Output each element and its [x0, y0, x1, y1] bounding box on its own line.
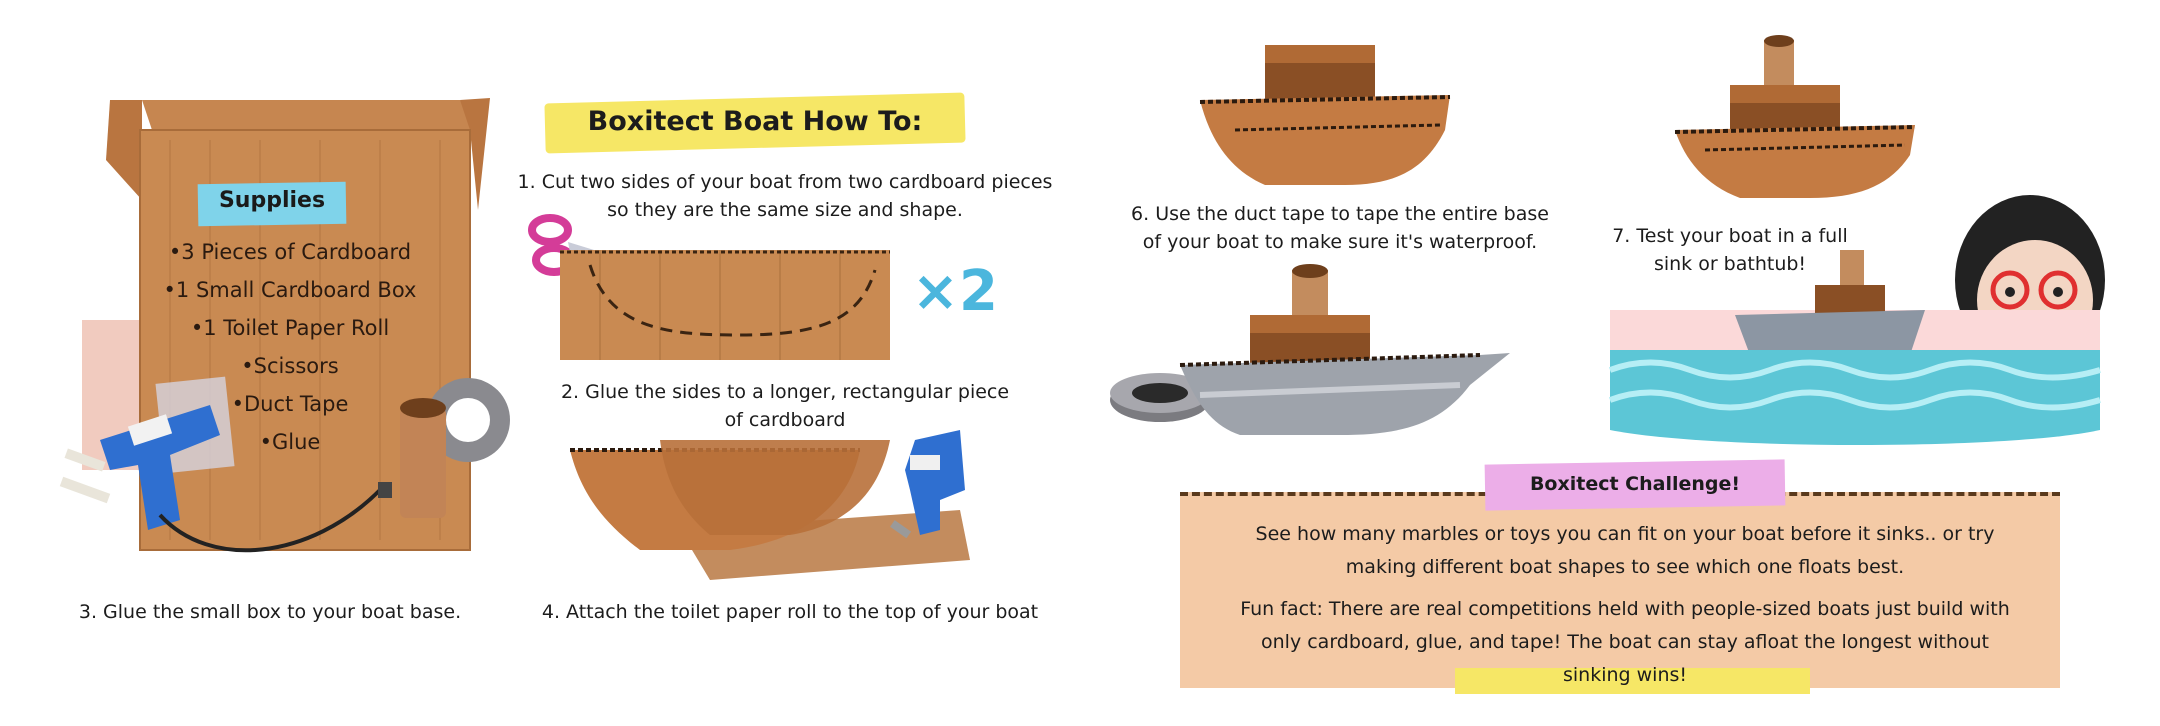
- supplies-item: •3 Pieces of Cardboard: [168, 240, 412, 264]
- step-7-text: 7. Test your boat in a full sink or bath…: [1612, 225, 1848, 275]
- duct-tape-icon: [1110, 373, 1210, 422]
- boat-with-box-illustration: [1199, 45, 1451, 185]
- supplies-item: •Scissors: [241, 354, 339, 378]
- challenge-bottom-tape: [1455, 668, 1810, 694]
- step-1-text: 1. Cut two sides of your boat from two c…: [517, 171, 1053, 221]
- step-4-text: 4. Attach the toilet paper roll to the t…: [541, 601, 1039, 623]
- bathtub-water-illustration: [1608, 195, 2105, 445]
- step-2-illustration: [570, 430, 970, 580]
- page-title: Boxitect Boat How To:: [587, 106, 923, 137]
- supplies-item: •Duct Tape: [231, 392, 349, 416]
- step-6-text: 6. Use the duct tape to tape the entire …: [1131, 203, 1549, 253]
- challenge-heading: Boxitect Challenge!: [1529, 473, 1741, 495]
- supplies-heading: Supplies: [218, 188, 326, 213]
- boat-with-roll-illustration: [1674, 35, 1916, 198]
- supplies-item: •1 Toilet Paper Roll: [190, 316, 390, 340]
- step-2-text: 2. Glue the sides to a longer, rectangul…: [560, 381, 1010, 431]
- challenge-paragraph-1: See how many marbles or toys you can fit…: [1255, 523, 1995, 578]
- supplies-list: •3 Pieces of Cardboard •1 Small Cardboar…: [140, 233, 440, 461]
- times-two-label: ×2: [912, 259, 998, 324]
- glue-gun-icon: [890, 430, 965, 539]
- supplies-item: •Glue: [259, 430, 321, 454]
- cardboard-box-icon: [59, 98, 510, 553]
- step-1-illustration: [528, 214, 890, 360]
- supplies-illustration: [59, 90, 510, 570]
- supplies-item: •1 Small Cardboard Box: [163, 278, 417, 302]
- challenge-paragraph-2: Fun fact: There are real competitions he…: [1240, 598, 2010, 686]
- glue-gun-icon: [59, 405, 392, 553]
- step-3-text: 3. Glue the small box to your boat base.: [78, 601, 462, 623]
- taped-boat-illustration: [1110, 264, 1510, 435]
- challenge-panel: [1180, 492, 2060, 688]
